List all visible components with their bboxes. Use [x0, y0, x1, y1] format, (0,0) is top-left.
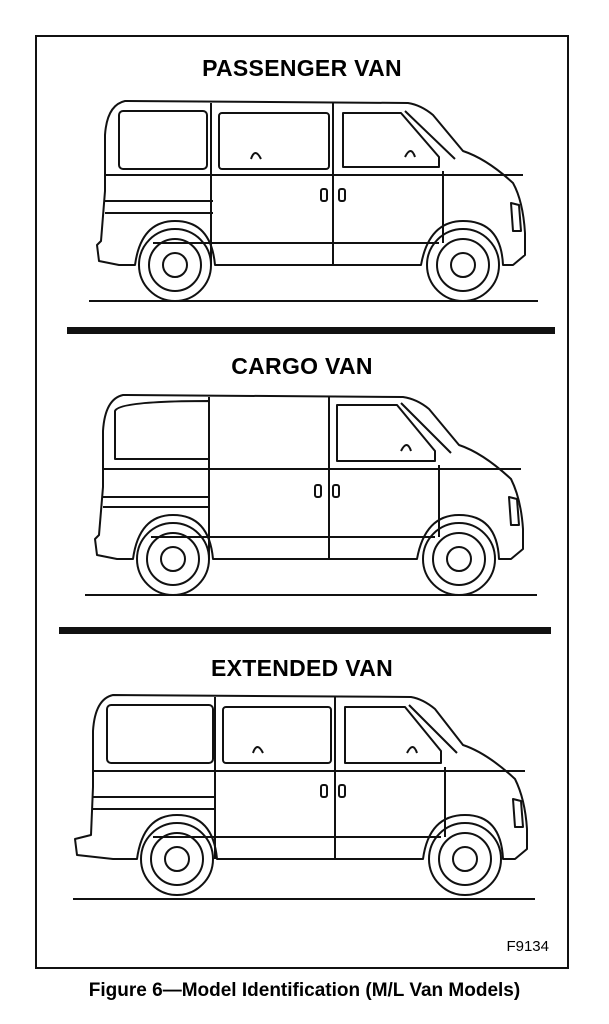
- passenger-van-drawing: [83, 93, 553, 308]
- panel-title-extended: EXTENDED VAN: [210, 655, 394, 681]
- divider-rule: [59, 627, 551, 634]
- cargo-van-drawing: [79, 389, 549, 604]
- panel-title-passenger: PASSENGER VAN: [202, 55, 402, 81]
- panel-title-cargo: CARGO VAN: [231, 353, 373, 379]
- figure-frame: PASSENGER VAN: [35, 35, 569, 969]
- figure-code: F9134: [506, 938, 549, 955]
- figure-caption: Figure 6—Model Identification (M/L Van M…: [88, 980, 521, 1001]
- extended-van-drawing: [73, 687, 543, 907]
- divider-rule: [67, 327, 555, 334]
